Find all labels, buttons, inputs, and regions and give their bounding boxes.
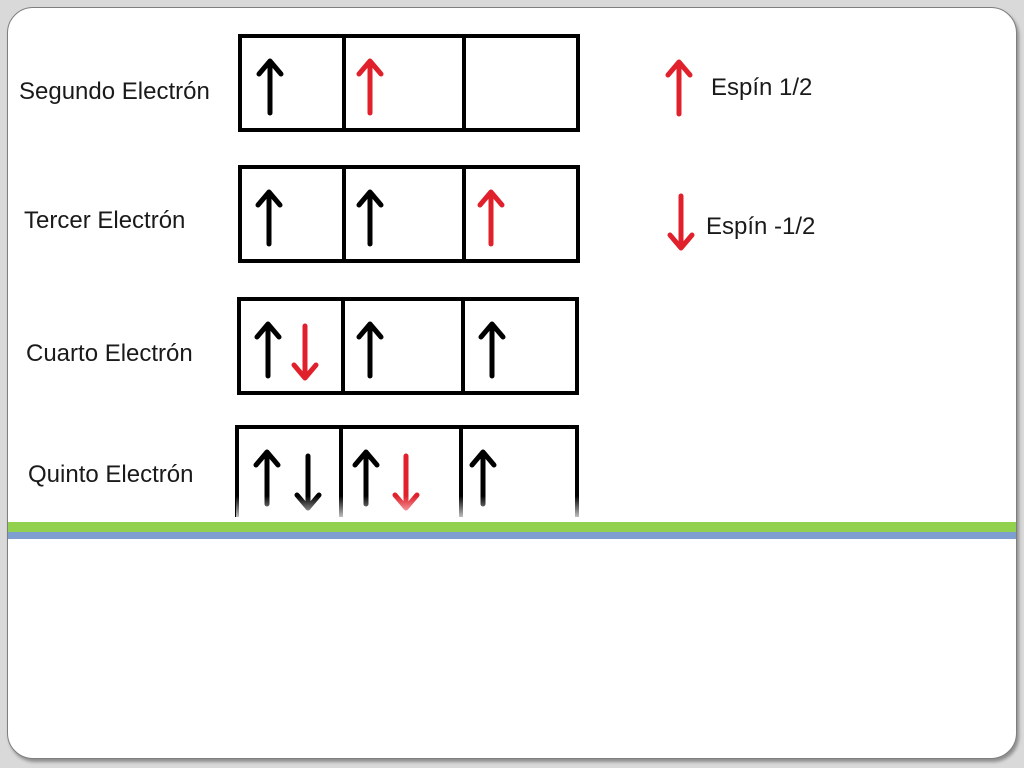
orbital-diagram: Segundo Electrón Tercer Electrón Cuarto …: [8, 8, 1016, 528]
row-label-quinto: Quinto Electrón: [28, 461, 194, 488]
accent-bar-blue: [8, 532, 1016, 539]
row-label-tercer: Tercer Electrón: [24, 207, 186, 234]
row-label-segundo: Segundo Electrón: [19, 78, 210, 105]
arrow-up-icon: [258, 192, 280, 244]
spin-arrows: [8, 8, 1016, 528]
orbital-row-cuarto: [237, 297, 579, 395]
slide: Segundo Electrón Tercer Electrón Cuarto …: [7, 7, 1017, 759]
orbital-box: [343, 429, 463, 517]
arrow-up-icon: [359, 324, 381, 376]
legend-label-spin-up: Espín 1/2: [711, 74, 813, 101]
orbital-box: [242, 38, 346, 128]
legend-arrow-down-icon: [670, 196, 692, 248]
orbital-box: [242, 169, 346, 259]
arrow-up-icon: [481, 324, 503, 376]
arrow-up-icon: [257, 324, 279, 376]
legend-label-spin-down: Espín -1/2: [706, 213, 816, 240]
orbital-box: [346, 38, 466, 128]
orbital-box: [346, 169, 466, 259]
orbital-box: [345, 301, 465, 391]
legend-arrow-up-icon: [668, 62, 690, 114]
arrow-up-icon: [359, 192, 381, 244]
arrow-down-icon: [294, 326, 316, 378]
fade-overlay: [236, 496, 596, 524]
orbital-row-segundo: [238, 34, 580, 132]
orbital-box: [239, 429, 343, 517]
arrow-up-icon: [480, 192, 502, 244]
content-area: [8, 539, 1016, 758]
orbital-box: [241, 301, 345, 391]
row-label-cuarto: Cuarto Electrón: [26, 340, 193, 367]
arrow-up-icon: [359, 61, 381, 113]
accent-bar-green: [8, 522, 1016, 532]
arrow-up-icon: [259, 61, 281, 113]
orbital-row-tercer: [238, 165, 580, 263]
